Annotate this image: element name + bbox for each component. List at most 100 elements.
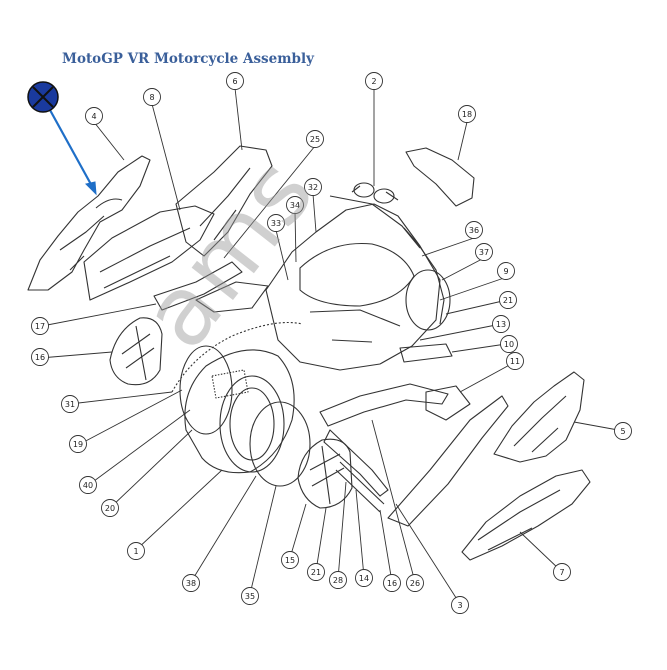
part-swingarm xyxy=(319,383,449,427)
callout-label: 7 xyxy=(559,568,564,577)
leader-25 xyxy=(223,145,316,259)
callout-13: 13 xyxy=(492,315,510,333)
callout-16: 16 xyxy=(31,348,49,366)
part-plate-10 xyxy=(399,343,453,363)
part-tank xyxy=(299,242,415,307)
part-radiator xyxy=(211,369,249,399)
part-lower-fairing xyxy=(461,469,591,561)
callout-label: 25 xyxy=(310,135,320,144)
part-rear-fairing xyxy=(175,145,273,257)
callout-label: 9 xyxy=(503,267,508,276)
callout-label: 15 xyxy=(285,556,295,565)
leader-16b xyxy=(379,509,393,583)
callout-35: 35 xyxy=(241,587,259,605)
part-lower-fairing-detail xyxy=(477,489,561,551)
callout-11: 11 xyxy=(506,352,524,370)
callout-1: 1 xyxy=(127,542,145,560)
leader-36 xyxy=(421,237,475,257)
callout-label: 21 xyxy=(311,568,321,577)
callout-7: 7 xyxy=(553,563,571,581)
callout-label: 6 xyxy=(232,77,237,86)
leader-31 xyxy=(69,391,173,405)
crossed-circle-icon[interactable] xyxy=(27,81,59,113)
diagram-title: MotoGP VR Motorcycle Assembly xyxy=(62,51,314,67)
callout-label: 40 xyxy=(83,481,93,490)
part-rear-wheel-hub xyxy=(229,387,275,461)
callout-26: 26 xyxy=(406,574,424,592)
callout-31: 31 xyxy=(61,395,79,413)
part-swingarm-lower xyxy=(323,429,389,497)
part-rear-disc-detail xyxy=(121,325,155,381)
callout-33: 33 xyxy=(267,214,285,232)
leader-21a xyxy=(445,299,508,315)
part-front-wheel xyxy=(405,269,451,331)
leader-1 xyxy=(135,469,223,551)
leader-40 xyxy=(89,409,191,485)
callout-label: 26 xyxy=(410,579,420,588)
callout-label: 10 xyxy=(504,340,514,349)
callout-5: 5 xyxy=(614,422,632,440)
leader-20 xyxy=(109,429,193,509)
callout-label: 5 xyxy=(620,427,625,436)
leader-19 xyxy=(79,389,183,445)
callout-label: 34 xyxy=(290,201,300,210)
part-fork xyxy=(403,227,445,325)
part-chain xyxy=(171,321,303,393)
callout-34: 34 xyxy=(286,196,304,214)
leader-10 xyxy=(451,343,507,353)
callout-4: 4 xyxy=(85,107,103,125)
callout-label: 32 xyxy=(308,183,318,192)
part-brake-disc-detail xyxy=(309,445,345,505)
callout-21: 21 xyxy=(499,291,517,309)
part-brake-disc xyxy=(297,438,353,509)
callout-label: 17 xyxy=(35,322,45,331)
part-main-body xyxy=(265,203,441,371)
callout-28: 28 xyxy=(329,571,347,589)
callout-17: 17 xyxy=(31,317,49,335)
callout-label: 8 xyxy=(149,93,154,102)
callout-label: 37 xyxy=(479,248,489,257)
leader-21b xyxy=(315,507,327,572)
part-headlight-cover xyxy=(405,147,475,207)
part-frame xyxy=(309,309,401,343)
callout-3: 3 xyxy=(451,596,469,614)
part-side-panel-detail xyxy=(99,227,191,289)
leader-18 xyxy=(457,121,468,161)
part-left-fairing xyxy=(27,155,151,291)
leader-33 xyxy=(275,229,289,281)
callout-6: 6 xyxy=(226,72,244,90)
callout-label: 16 xyxy=(387,579,397,588)
callout-25: 25 xyxy=(306,130,324,148)
leader-37 xyxy=(441,257,485,281)
leader-35 xyxy=(249,485,277,595)
part-rear-fairing-detail xyxy=(199,167,251,241)
callout-label: 16 xyxy=(35,353,45,362)
leader-32 xyxy=(312,193,317,233)
leader-7 xyxy=(519,531,561,571)
callout-32: 32 xyxy=(304,178,322,196)
callout-36: 36 xyxy=(465,221,483,239)
callout-label: 4 xyxy=(91,112,96,121)
leader-16a xyxy=(39,351,113,359)
callout-label: 28 xyxy=(333,576,343,585)
part-gauge-left xyxy=(353,182,375,198)
callout-label: 36 xyxy=(469,226,479,235)
callout-38: 38 xyxy=(182,574,200,592)
callout-label: 35 xyxy=(245,592,255,601)
part-rear-disc xyxy=(109,317,163,386)
leader-34 xyxy=(294,211,297,263)
callout-40: 40 xyxy=(79,476,97,494)
part-axle xyxy=(335,461,385,513)
callout-16: 16 xyxy=(383,574,401,592)
callout-label: 18 xyxy=(462,110,472,119)
leader-4 xyxy=(93,121,125,161)
callout-15: 15 xyxy=(281,551,299,569)
callout-21: 21 xyxy=(307,563,325,581)
leader-13 xyxy=(419,323,502,341)
part-left-fairing-detail xyxy=(59,198,123,271)
part-rear-wheel xyxy=(184,349,295,474)
callout-label: 20 xyxy=(105,504,115,513)
callout-14: 14 xyxy=(355,569,373,587)
